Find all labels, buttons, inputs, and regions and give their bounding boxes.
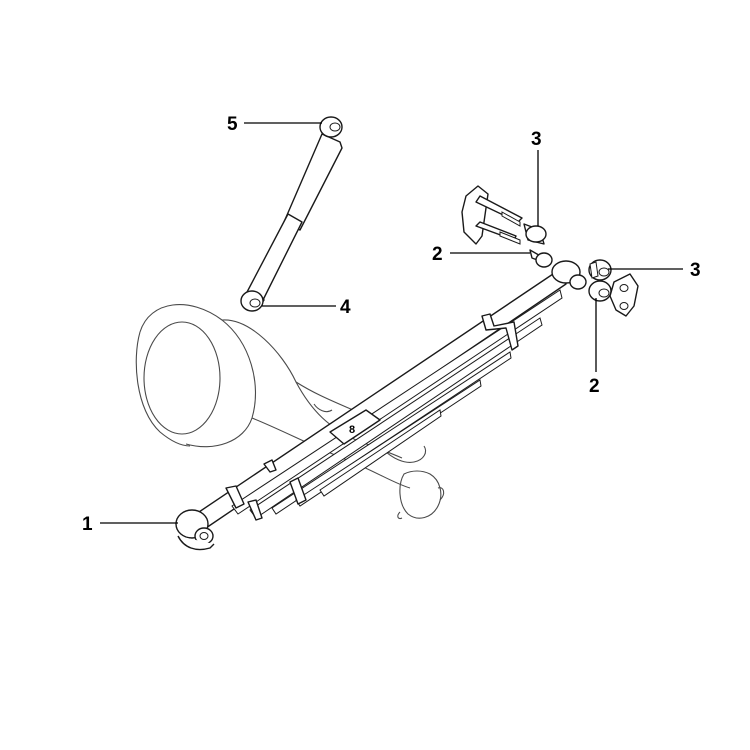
callout-3-right: 3 [690,260,701,281]
shock-absorber [240,116,343,312]
bushing-upper [523,223,547,245]
callout-4: 4 [340,297,351,318]
callout-1: 1 [82,514,93,535]
spring-center-mark: 8 [349,424,355,436]
callout-2-lower: 2 [589,376,600,397]
callout-2-upper: 2 [432,244,443,265]
callout-labels: 1 2 2 3 3 4 5 [82,114,701,535]
bushing-right-pair [588,259,612,302]
shackle-plate [609,273,639,317]
callout-leaders [100,122,683,524]
callout-3-upper: 3 [531,129,542,150]
bushing-small-upper [529,249,553,268]
leaf-spring: 8 [175,260,587,551]
shackle-bracket-with-bolts [461,185,523,245]
callout-5: 5 [227,114,238,135]
